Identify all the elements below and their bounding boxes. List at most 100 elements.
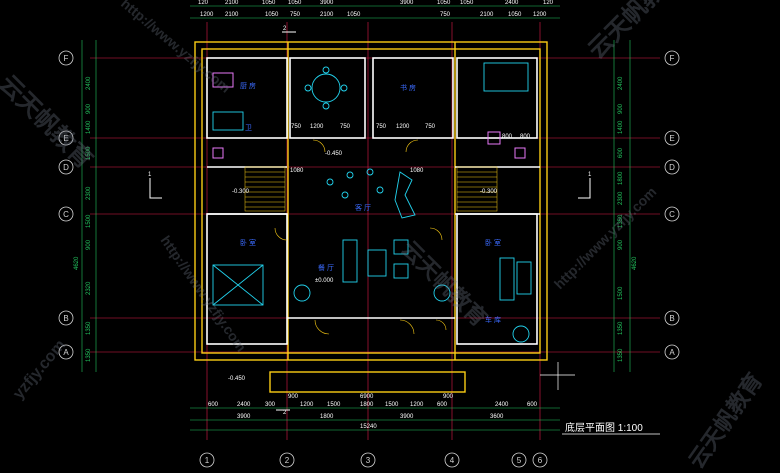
right-dim-2: 900 [618, 103, 624, 114]
bathroom-fixtures [212, 72, 526, 159]
top-dim-7: 1050 [437, 0, 451, 6]
bottom-dim-1: 600 [208, 402, 219, 408]
top-inner-2: 2100 [225, 12, 239, 18]
bottom-row2-1: 3900 [237, 414, 251, 420]
watermark-5: http://www.yzfjy.com [158, 233, 250, 355]
right-dim-7: 1350 [618, 214, 624, 228]
top-dim-9: 2400 [505, 0, 519, 6]
staircase-right [456, 166, 498, 212]
interior-dim-8: 800 [520, 134, 531, 140]
watermark-2: http://www.yzfjy.com [118, 0, 234, 96]
bottom-dim-5: 1500 [327, 402, 341, 408]
right-dim-1: 2400 [618, 76, 624, 90]
right-dim-4: 600 [618, 147, 624, 158]
sofa-icon [342, 239, 358, 283]
interior-dim-9: 1080 [290, 168, 304, 174]
left-dim-6: 1500 [86, 214, 92, 228]
interior-dim-1: 750 [291, 124, 302, 130]
top-inner-4: 750 [290, 12, 301, 18]
bottom-dim-11: 600 [527, 402, 538, 408]
red-axis-lines [90, 22, 660, 440]
room-label-living: 客 厅 [355, 203, 371, 212]
watermark-4: yzfjy.com [10, 337, 69, 403]
coffee-table-icon [367, 249, 387, 277]
left-dim-2: 900 [86, 103, 92, 114]
level-markers: -0.450 -0.300 -0.300 ±0.000 -0.450 [228, 151, 498, 382]
top-inner-8: 2100 [480, 12, 494, 18]
top-dim-4: 1050 [288, 0, 302, 6]
bottom-dim-9: 600 [437, 402, 448, 408]
section-mark-2-bottom: 2 [283, 410, 287, 416]
level-right: -0.300 [480, 189, 498, 195]
left-dim-10: 1350 [86, 321, 92, 335]
crosshair-icon [540, 362, 575, 390]
right-dim-9: 4620 [632, 256, 638, 270]
axis-b-left: B [63, 314, 68, 323]
axis-c-right: C [669, 210, 675, 219]
axis-2: 2 [285, 456, 290, 465]
top-inner-9: 1050 [508, 12, 522, 18]
bottom-mid-3: 900 [443, 394, 454, 400]
axis-d-left: D [63, 163, 69, 172]
top-dim-3: 1050 [262, 0, 276, 6]
right-dim-6: 2300 [618, 191, 624, 205]
section-mark-2-top: 2 [283, 26, 287, 32]
interior-walls [206, 57, 540, 345]
bottom-dim-7: 1500 [385, 402, 399, 408]
bottom-dim-3: 300 [265, 402, 276, 408]
top-inner-6: 1050 [347, 12, 361, 18]
doors [274, 139, 447, 335]
right-dim-12: 1350 [618, 348, 624, 362]
bottom-dimension-text: 600 2400 300 1200 1500 1800 1500 1200 60… [208, 394, 538, 430]
furniture [212, 62, 532, 343]
section-mark-1-left: 1 [148, 172, 152, 178]
bottom-dim-10: 2400 [495, 402, 509, 408]
room-label-kitchen: 厨 房 [240, 81, 256, 90]
interior-dim-5: 1200 [396, 124, 410, 130]
axis-3: 3 [366, 456, 371, 465]
axis-f-right: F [670, 54, 675, 63]
axis-a-right: A [669, 348, 675, 357]
bottom-dim-8: 1200 [410, 402, 424, 408]
level-entry: -0.450 [228, 376, 246, 382]
axis-e-right: E [669, 134, 674, 143]
level-top: -0.450 [325, 151, 343, 157]
room-label-garage: 车 库 [485, 315, 501, 324]
bottom-row2-2: 1800 [320, 414, 334, 420]
top-inner-3: 1050 [265, 12, 279, 18]
axis-c-left: C [63, 210, 69, 219]
plant-icon [293, 284, 311, 302]
top-dimension-text: 120 2100 1050 1050 3900 3900 1050 1050 2… [198, 0, 554, 18]
axis-b-right: B [669, 314, 674, 323]
room-labels: 厨 房 卫 客 厅 卧 室 卧 室 餐 厅 书 房 车 库 [240, 81, 501, 324]
bed-icon-upper [483, 62, 529, 92]
drawing-title: 底层平面图 1:100 [565, 421, 643, 434]
bathtub-icon [212, 111, 244, 131]
left-dim-8: 4620 [74, 256, 80, 270]
bottom-mid-2: 6900 [360, 394, 374, 400]
sofa-icon-right [499, 257, 515, 301]
right-dimension-text: 2400 900 1400 600 1800 2300 1350 900 462… [618, 76, 638, 362]
top-dim-2: 2100 [225, 0, 239, 6]
room-label-study: 书 房 [400, 83, 416, 92]
axis-f-left: F [64, 54, 69, 63]
bottom-row2-3: 3900 [400, 414, 414, 420]
staircase-left [244, 166, 286, 212]
room-label-bedroom-right: 卧 室 [485, 238, 501, 247]
interior-dim-3: 750 [340, 124, 351, 130]
right-dim-11: 1350 [618, 321, 624, 335]
right-dim-3: 1400 [618, 120, 624, 134]
top-inner-10: 1200 [533, 12, 547, 18]
left-dim-1: 2400 [86, 76, 92, 90]
watermark-8: 云天帆教育 [684, 368, 768, 472]
top-dim-10: 120 [543, 0, 554, 6]
column-axis-bubbles: 1 2 3 4 5 6 [199, 452, 548, 468]
watermark-6: 云天帆教育 [396, 236, 491, 331]
bottom-row2-4: 3600 [490, 414, 504, 420]
room-label-bedroom-left: 卧 室 [240, 238, 256, 247]
interior-dim-10: 1080 [410, 168, 424, 174]
watermark-1: 云天帆教育 [0, 69, 98, 174]
left-dim-9: 2320 [86, 281, 92, 295]
